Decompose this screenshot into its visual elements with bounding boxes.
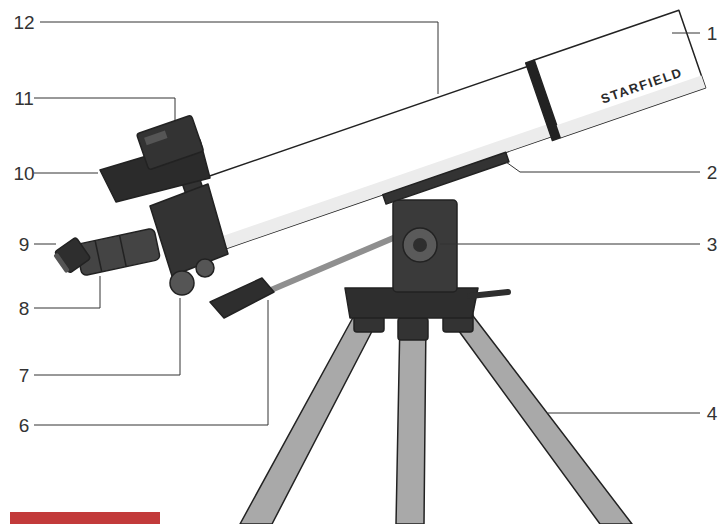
brand-logo: STARFIELD [599, 65, 684, 105]
dovetail-plate [383, 152, 509, 204]
optical-tube [198, 66, 553, 250]
callout-number: 8 [19, 299, 30, 318]
knob-center [413, 238, 427, 252]
callout-number: 1 [707, 24, 718, 43]
callout-number: 11 [14, 89, 34, 108]
leader-line [34, 244, 56, 245]
tripod-leg [396, 318, 426, 524]
callout-number: 12 [13, 13, 34, 32]
leader-line [506, 162, 700, 172]
mount-head [393, 200, 457, 292]
leader-line [34, 173, 98, 174]
leg-clamp [398, 318, 428, 340]
star-diagonal [76, 228, 161, 276]
leader-line [34, 298, 180, 375]
focus-knob [196, 259, 214, 277]
leader-line [40, 22, 438, 94]
dew-shield [534, 10, 705, 137]
red-dot-finder [136, 115, 203, 170]
callout-number: 4 [707, 404, 718, 423]
callout-number: 7 [19, 366, 30, 385]
leader-line [34, 98, 175, 120]
focus-knob [170, 271, 194, 295]
altitude-knob [403, 228, 437, 262]
focuser-body [150, 184, 228, 276]
eyepiece-lens [53, 252, 70, 273]
pan-lever [470, 292, 508, 296]
callout-number: 3 [707, 235, 718, 254]
leader-line [672, 33, 700, 34]
tripod-leg [240, 312, 382, 524]
callout-number: 2 [707, 163, 718, 182]
handle-rod [252, 236, 398, 298]
callout-number: 9 [19, 235, 30, 254]
handle-grip [210, 278, 274, 318]
finder-window [144, 131, 167, 146]
callout-number: 6 [19, 416, 30, 435]
eyepiece [55, 237, 91, 273]
leader-line [34, 300, 268, 425]
tripod-leg [445, 312, 632, 524]
leader-line [548, 413, 700, 414]
leader-line [440, 244, 700, 245]
leader-line [34, 276, 100, 308]
tube-shade [218, 124, 553, 250]
accent-bar [10, 512, 160, 524]
callout-number: 10 [13, 164, 34, 183]
